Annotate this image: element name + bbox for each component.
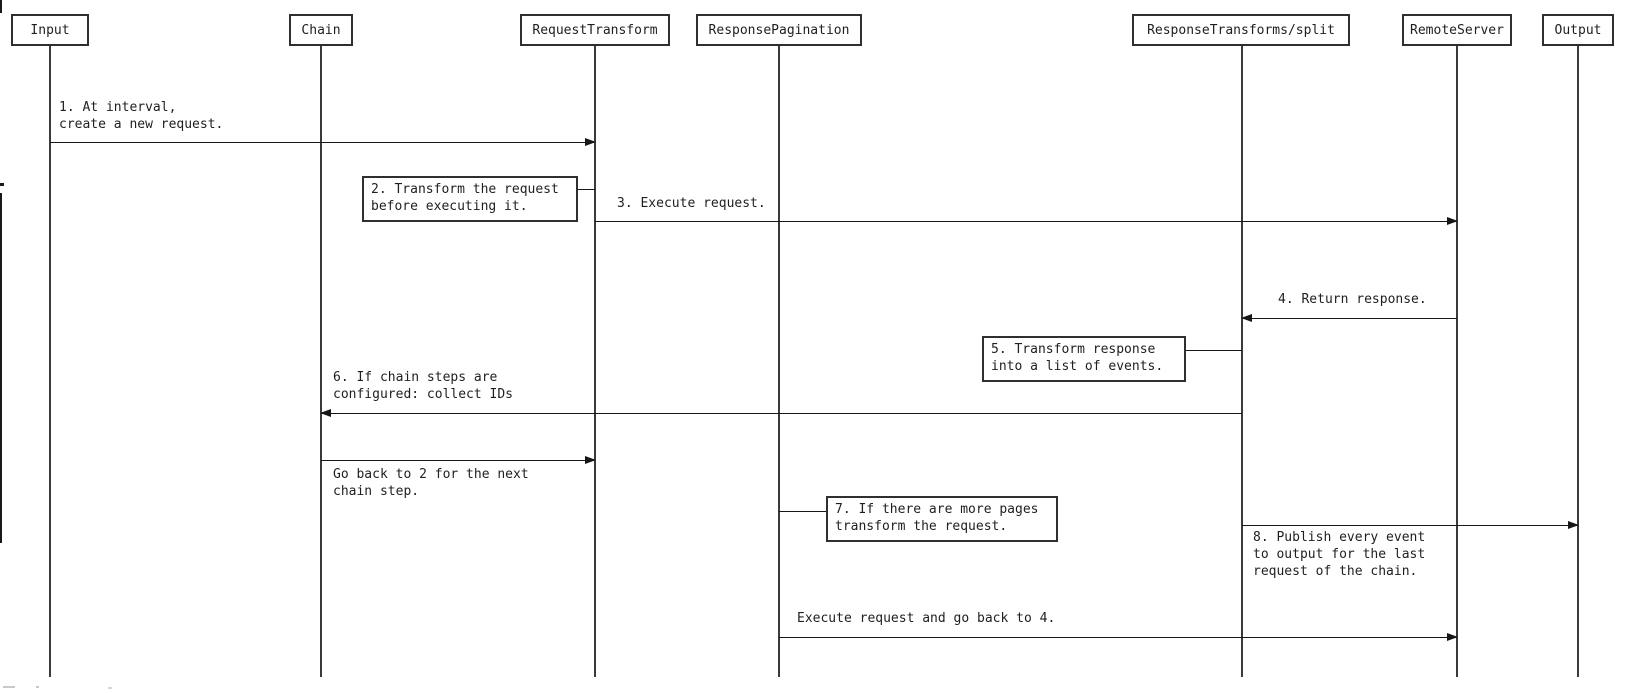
participant-label-request-transform: RequestTransform <box>532 22 658 38</box>
participant-box-response-transforms-split: ResponseTransforms/split <box>1132 14 1350 46</box>
note-connector-5 <box>1186 350 1242 351</box>
message-label-execute-again: Execute request and go back to 4. <box>797 611 1056 626</box>
arrowhead-right-icon <box>585 137 596 146</box>
message-arrow-1 <box>50 137 596 146</box>
note-transform-response: 5. Transform response into a list of eve… <box>982 336 1186 382</box>
lifeline-chain <box>320 46 322 677</box>
participant-box-remote-server: RemoteServer <box>1402 14 1512 46</box>
arrowhead-left-icon <box>1241 313 1252 322</box>
arrowhead-right-icon <box>1447 216 1458 225</box>
lifeline-output <box>1577 46 1579 677</box>
message-label-1: 1. At interval, create a new request. <box>59 100 224 132</box>
note-connector-7 <box>779 511 826 512</box>
participant-label-chain: Chain <box>301 22 341 38</box>
message-arrow-execute-again <box>779 632 1458 641</box>
note-transform-request: 2. Transform the request before executin… <box>362 176 578 222</box>
message-arrow-6 <box>320 408 1242 417</box>
arrowhead-right-icon <box>585 455 596 464</box>
arrowhead-right-icon <box>1447 632 1458 641</box>
lifeline-input <box>49 46 51 677</box>
screen-edge-artifact <box>0 183 4 186</box>
participant-label-response-transforms-split: ResponseTransforms/split <box>1147 22 1335 38</box>
cropped-text-artifact <box>3 686 15 688</box>
participant-box-response-pagination: ResponsePagination <box>696 14 862 46</box>
message-label-4: 4. Return response. <box>1278 292 1427 307</box>
note-connector-2 <box>578 189 595 190</box>
message-label-8: 8. Publish every event to output for the… <box>1253 530 1426 579</box>
message-arrow-8 <box>1242 520 1579 529</box>
note-more-pages: 7. If there are more pages transform the… <box>826 496 1058 542</box>
participant-box-request-transform: RequestTransform <box>520 14 670 46</box>
participant-box-input: Input <box>11 14 89 46</box>
cropped-text-artifact <box>108 687 112 689</box>
message-label-6: 6. If chain steps are configured: collec… <box>333 370 514 402</box>
arrowhead-left-icon <box>320 408 331 417</box>
participant-box-output: Output <box>1542 14 1614 46</box>
participant-label-output: Output <box>1554 22 1602 38</box>
lifeline-response-pagination <box>778 46 780 677</box>
participant-box-chain: Chain <box>289 14 353 46</box>
lifeline-response-transforms-split <box>1241 46 1243 677</box>
screen-edge-artifact <box>0 193 2 543</box>
arrowhead-right-icon <box>1568 520 1579 529</box>
message-label-3: 3. Execute request. <box>617 196 766 211</box>
message-arrow-go-back <box>321 455 596 464</box>
participant-label-remote-server: RemoteServer <box>1410 22 1504 38</box>
message-arrow-3 <box>595 216 1458 225</box>
message-label-go-back: Go back to 2 for the next chain step. <box>333 467 529 499</box>
lifeline-remote-server <box>1456 46 1458 677</box>
lifeline-request-transform <box>594 46 596 677</box>
message-arrow-4 <box>1241 313 1457 322</box>
screen-edge-artifact <box>0 0 2 13</box>
participant-label-response-pagination: ResponsePagination <box>708 22 850 38</box>
participant-label-input: Input <box>30 22 70 38</box>
cropped-text-artifact <box>36 686 39 688</box>
